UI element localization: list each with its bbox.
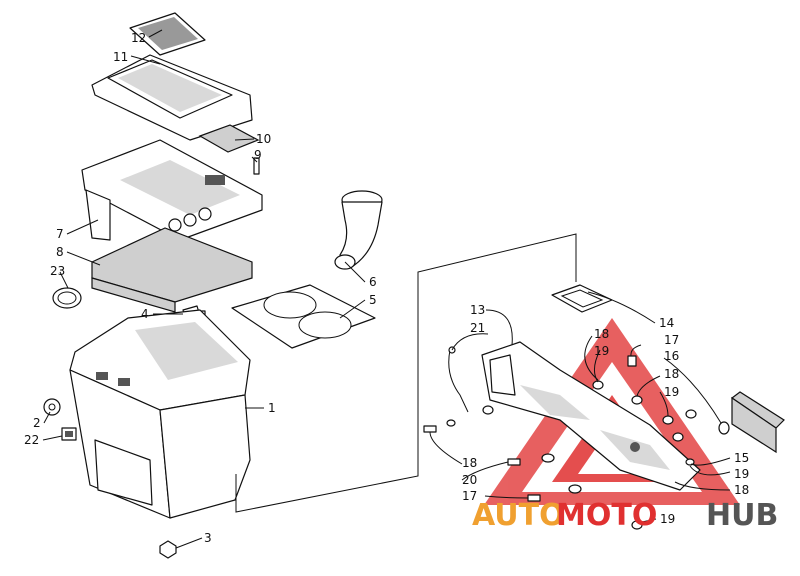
- callout-22: 22: [24, 433, 39, 447]
- callout-12: 12: [131, 31, 146, 45]
- part-9-screw: [253, 157, 260, 175]
- part-12-grille: [129, 12, 206, 56]
- callout-3: 3: [204, 531, 212, 545]
- callout-14: 14: [659, 316, 674, 330]
- callout-19d: 19: [660, 512, 675, 526]
- callout-4: 4: [141, 307, 149, 321]
- callout-labels: 12 11 10 9 7 8 23 6 5 4 1 2 22 3 13 21 1…: [24, 31, 749, 545]
- callout-8: 8: [56, 245, 64, 259]
- callout-23: 23: [50, 264, 65, 278]
- part-8-foam-filter: [91, 227, 253, 313]
- callout-2: 2: [33, 416, 41, 430]
- hardware-fasteners: [423, 355, 730, 530]
- callout-20: 20: [462, 473, 477, 487]
- callout-19b: 19: [664, 385, 679, 399]
- part-21-hose: [448, 346, 469, 413]
- leader-lines: [42, 29, 731, 549]
- part-22-clip: [61, 427, 77, 441]
- watermark-part-a: AUTO: [472, 498, 565, 533]
- callout-18a: 18: [594, 327, 609, 341]
- callout-1: 1: [268, 401, 276, 415]
- watermark-part-b: MOTO: [556, 498, 657, 533]
- callout-15: 15: [734, 451, 749, 465]
- part-2-grommet: [43, 398, 61, 416]
- callout-5: 5: [369, 293, 377, 307]
- callout-18c: 18: [734, 483, 749, 497]
- callout-7: 7: [56, 227, 64, 241]
- callout-11: 11: [113, 50, 128, 64]
- watermark-part-c: HUB: [706, 498, 778, 533]
- callout-16: 16: [664, 349, 679, 363]
- callout-21: 21: [470, 321, 485, 335]
- part-15-foam: [730, 391, 785, 454]
- callout-9: 9: [254, 148, 262, 162]
- part-10-filter-pad: [198, 124, 260, 153]
- callout-18d: 18: [462, 456, 477, 470]
- part-6-elbow-duct: [334, 190, 383, 270]
- watermark-text: AUTO MOTO HUB: [472, 498, 778, 533]
- callout-13: 13: [470, 303, 485, 317]
- part-7-tray: [81, 139, 263, 241]
- callout-17b: 17: [462, 489, 477, 503]
- callout-19c: 19: [734, 467, 749, 481]
- part-23-clamp: [52, 287, 82, 309]
- callout-18b: 18: [664, 367, 679, 381]
- connector-lines: [235, 233, 577, 513]
- callout-19a: 19: [594, 344, 609, 358]
- part-3-nut: [159, 540, 177, 559]
- callout-17a: 17: [664, 333, 679, 347]
- callout-10: 10: [256, 132, 271, 146]
- callout-6: 6: [369, 275, 377, 289]
- part-5-gasket: [231, 284, 376, 349]
- part-11-lid: [91, 54, 253, 141]
- part-13-silencer: [481, 341, 701, 491]
- part-14-frame-gasket: [551, 284, 613, 313]
- part-1-airbox: [69, 309, 251, 519]
